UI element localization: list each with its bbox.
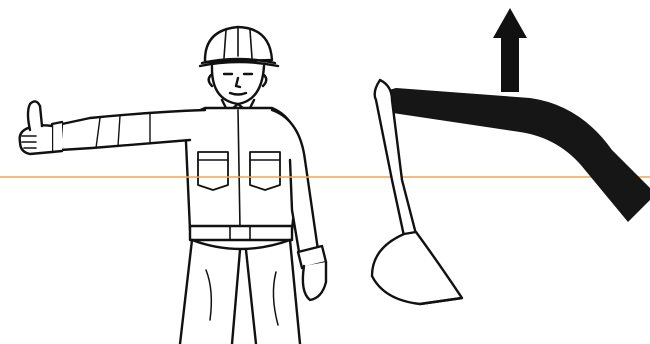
arrow-up-icon — [493, 8, 527, 92]
worker-trousers — [180, 240, 300, 344]
excavator-boom — [380, 88, 650, 222]
worker-extended-arm — [60, 110, 205, 150]
excavator-bucket — [372, 232, 462, 304]
hard-hat-icon — [200, 27, 278, 66]
worker-head — [209, 66, 267, 104]
excavator-arm — [380, 88, 650, 222]
thumb-up-icon — [20, 101, 52, 154]
worker-figure — [20, 27, 326, 344]
lowered-hand — [303, 262, 326, 300]
worker-belt — [190, 226, 292, 240]
